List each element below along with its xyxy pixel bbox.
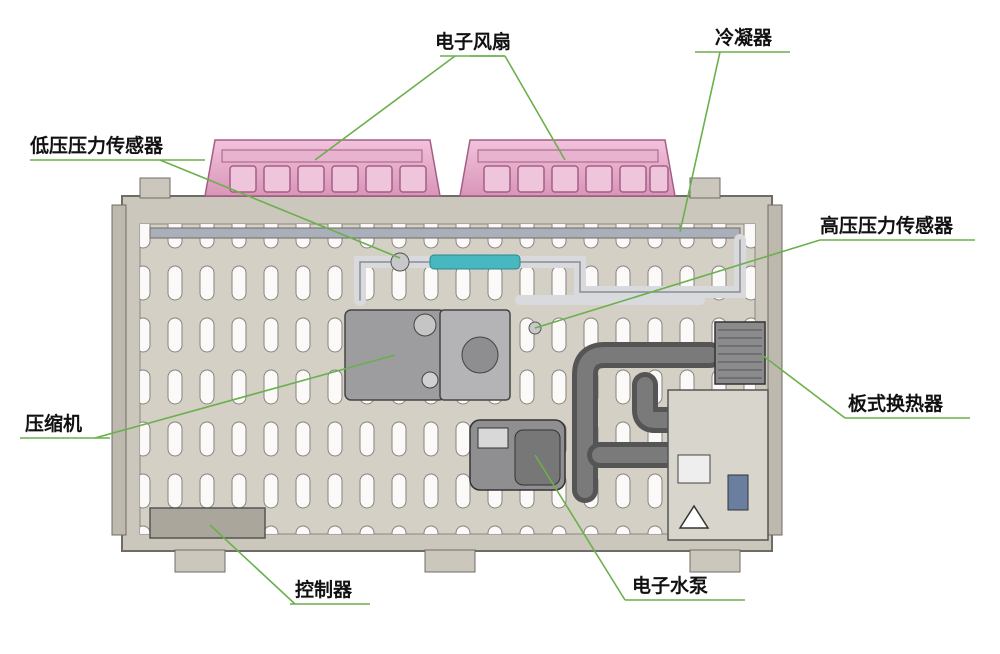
leader-fan-left (314, 55, 456, 161)
label-low-pressure-sensor: 低压压力传感器 (30, 135, 164, 157)
controller (149, 507, 266, 539)
leader-high-pressure (534, 239, 821, 329)
leader-condenser (679, 51, 721, 233)
leader-compressor (94, 354, 396, 439)
electronic-fans (204, 139, 676, 197)
label-water-pump: 电子水泵 (632, 575, 709, 597)
label-controller: 控制器 (295, 579, 353, 601)
fan-left (204, 139, 441, 197)
electrical-panel (667, 389, 769, 541)
label-condenser: 冷凝器 (715, 27, 773, 49)
plate-heat-exchanger (714, 321, 766, 385)
label-plate-heat-exchanger: 板式换热器 (848, 393, 944, 415)
leader-low-pressure (159, 159, 401, 259)
fan-right (459, 139, 676, 197)
label-high-pressure-sensor: 高压压力传感器 (820, 215, 954, 237)
leader-controller (209, 524, 296, 605)
water-pump (469, 419, 566, 491)
label-fan: 电子风扇 (435, 31, 512, 53)
coolant-hoses (572, 342, 723, 503)
leader-lines (20, 51, 975, 605)
leader-water-pump (534, 454, 626, 601)
refrigerant-pipes (354, 234, 746, 335)
label-compressor: 压缩机 (25, 413, 83, 435)
compressor (344, 309, 511, 401)
leader-fan-right (504, 55, 566, 161)
leader-plate-hx (761, 354, 846, 419)
